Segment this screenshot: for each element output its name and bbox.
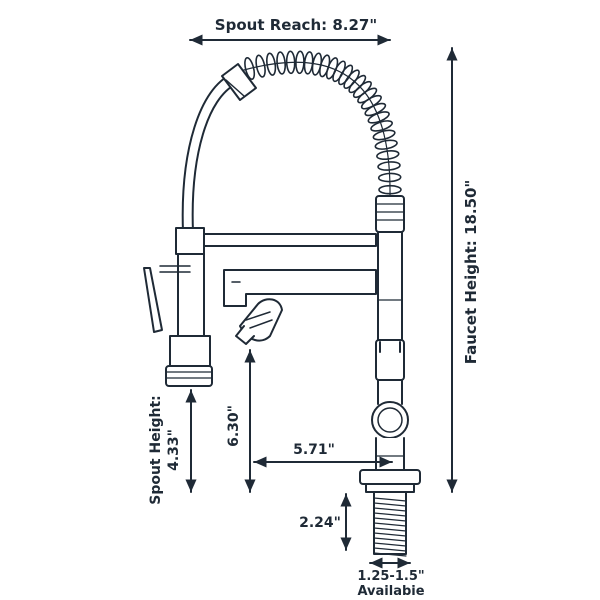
shank-thread xyxy=(373,507,407,512)
threaded-shank xyxy=(373,491,407,557)
spout-nozzle xyxy=(223,269,377,345)
shank-thread xyxy=(373,532,407,537)
hose-clip xyxy=(175,227,205,255)
shank-thread xyxy=(373,542,407,547)
faucet-illustration xyxy=(143,50,421,557)
shank-length-label: 2.24" xyxy=(299,515,341,531)
hole-size-label: 1.25-1.5" xyxy=(357,569,424,584)
shank-thread xyxy=(373,497,407,502)
shank-thread xyxy=(373,512,407,517)
faucet-height-label: Faucet Height: 18.50" xyxy=(462,180,480,365)
shank-thread xyxy=(373,537,407,542)
shank-thread xyxy=(373,547,407,552)
holder-arm xyxy=(199,233,377,247)
shank-thread xyxy=(373,527,407,532)
spout-height-label-line2: 4.33" xyxy=(166,429,182,471)
spout-height-label-line1: Spout Height: xyxy=(148,395,164,505)
dimension-labels: Spout Reach: 8.27" Faucet Height: 18.50"… xyxy=(148,16,480,599)
spray-head xyxy=(221,63,257,101)
inner-hose xyxy=(243,61,391,197)
dimension-lines xyxy=(185,34,458,569)
handle-reach-label: 5.71" xyxy=(293,442,335,458)
shank-thread xyxy=(373,522,407,527)
faucet-handle xyxy=(371,339,409,439)
hole-note-label: Availabie xyxy=(357,584,424,599)
side-sprayer xyxy=(143,253,213,387)
shank-thread xyxy=(373,517,407,522)
coil-spring xyxy=(243,50,402,197)
spring-sleeve xyxy=(375,195,405,233)
shank-thread xyxy=(373,502,407,507)
spout-reach-label: Spout Reach: 8.27" xyxy=(215,16,377,34)
shank-thread xyxy=(373,552,407,557)
handle-height-label: 6.30" xyxy=(226,405,242,447)
faucet-base xyxy=(359,437,421,493)
pull-down-hose xyxy=(181,73,237,233)
